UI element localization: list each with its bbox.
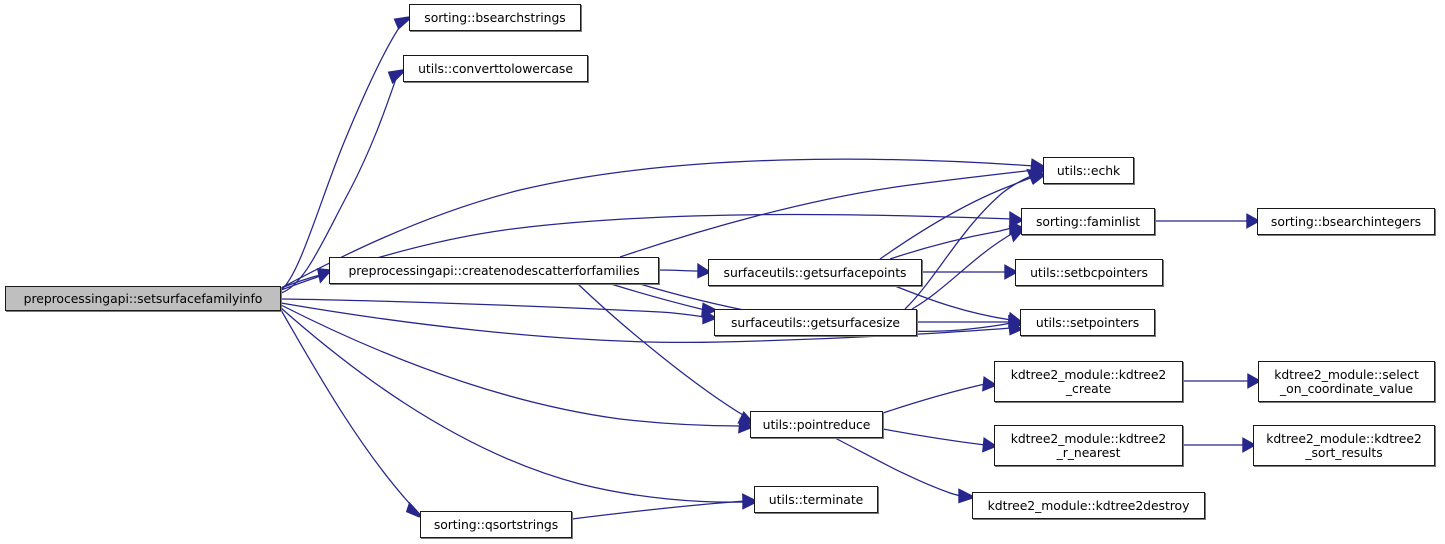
call-edge <box>280 304 742 427</box>
arrowhead-icon <box>1008 225 1025 243</box>
graph-node-qsortstrings[interactable]: sorting::qsortstrings <box>420 511 572 538</box>
graph-node-label: kdtree2_module::select _on_coordinate_va… <box>1274 367 1419 396</box>
graph-node-kdtree2destroy[interactable]: kdtree2_module::kdtree2destroy <box>972 492 1205 519</box>
graph-node-label: kdtree2_module::kdtree2 _create <box>1010 367 1167 396</box>
arrowhead-icon <box>1030 158 1047 175</box>
arrowhead-icon <box>701 302 718 318</box>
call-edge <box>889 227 1013 260</box>
arrowhead-icon <box>405 501 422 518</box>
graph-node-label: utils::setpointers <box>1035 314 1140 330</box>
call-edge <box>610 283 706 311</box>
arrowhead-icon <box>393 15 415 30</box>
arrowhead-icon <box>697 262 712 279</box>
call-edge <box>571 500 746 520</box>
arrowhead-icon <box>1004 264 1019 280</box>
graph-node-label: surfaceutils::getsurfacesize <box>731 314 900 330</box>
arrowhead-icon <box>387 68 408 85</box>
graph-node-pointreduce[interactable]: utils::pointreduce <box>750 411 883 438</box>
graph-node-label: surfaceutils::getsurfacepoints <box>723 264 907 280</box>
call-edge <box>619 169 1035 258</box>
graph-node-getsurfacepoints[interactable]: surfaceutils::getsurfacepoints <box>708 259 922 286</box>
call-edge <box>658 269 700 272</box>
graph-node-label: sorting::bsearchstrings <box>424 9 566 25</box>
arrowhead-icon <box>1007 319 1024 336</box>
graph-node-echk[interactable]: utils::echk <box>1043 157 1134 184</box>
graph-node-label: preprocessingapi::createnodescatterforfa… <box>348 262 640 278</box>
graph-node-label: utils::echk <box>1056 162 1121 178</box>
graph-node-label: preprocessingapi::setsurfacefamilyinfo <box>23 290 263 306</box>
arrowhead-icon <box>1031 161 1047 178</box>
graph-node-createnodescatter[interactable]: preprocessingapi::createnodescatterforfa… <box>329 257 659 284</box>
call-edge <box>882 428 986 446</box>
graph-node-label: sorting::qsortstrings <box>433 516 559 532</box>
call-edge <box>280 274 321 289</box>
graph-node-label: kdtree2_module::kdtree2 _r_nearest <box>1010 431 1167 460</box>
call-edge <box>280 309 415 510</box>
arrowhead-icon <box>1009 210 1025 228</box>
arrowhead-icon <box>1007 314 1024 331</box>
graph-node-setbcpointers[interactable]: utils::setbcpointers <box>1015 259 1163 286</box>
graph-node-bsearchstrings[interactable]: sorting::bsearchstrings <box>409 4 581 31</box>
graph-node-label: utils::pointreduce <box>762 416 871 432</box>
arrowhead-icon <box>742 493 758 509</box>
graph-node-terminate[interactable]: utils::terminate <box>754 486 878 513</box>
graph-node-kdtree2_create[interactable]: kdtree2_module::kdtree2 _create <box>994 361 1183 402</box>
graph-node-kdtree2_r_nearest[interactable]: kdtree2_module::kdtree2 _r_nearest <box>994 425 1183 466</box>
graph-node-select_on_coord[interactable]: kdtree2_module::select _on_coordinate_va… <box>1258 361 1435 402</box>
arrowhead-icon <box>1246 213 1261 229</box>
call-edge <box>280 298 706 318</box>
call-edge <box>882 383 986 414</box>
graph-node-kdtree2_sort_results[interactable]: kdtree2_module::kdtree2 _sort_results <box>1253 425 1435 466</box>
graph-node-label: utils::setbcpointers <box>1030 264 1148 280</box>
graph-node-label: kdtree2_module::kdtree2destroy <box>987 497 1190 513</box>
arrowhead-icon <box>316 268 333 284</box>
arrowhead-icon <box>958 488 977 504</box>
call-edge <box>280 307 746 503</box>
arrowhead-icon <box>1009 314 1024 330</box>
arrowhead-icon <box>702 308 718 325</box>
call-edge <box>904 175 1032 310</box>
graph-node-label: sorting::faminlist <box>1035 213 1141 229</box>
graph-node-bsearchintegers[interactable]: sorting::bsearchintegers <box>1257 208 1435 235</box>
call-edge <box>879 176 1034 260</box>
graph-node-label: utils::terminate <box>768 491 864 507</box>
call-edge <box>911 232 1014 310</box>
graph-node-setsurfacefamilyinfo[interactable]: preprocessingapi::setsurfacefamilyinfo <box>5 286 281 311</box>
arrowhead-icon <box>738 418 754 434</box>
call-edge <box>577 283 749 419</box>
graph-node-label: utils::converttolowercase <box>418 60 573 76</box>
graph-node-faminlist[interactable]: sorting::faminlist <box>1021 208 1155 235</box>
arrowhead-icon <box>1008 311 1024 328</box>
arrowhead-icon <box>982 376 998 392</box>
arrowhead-icon <box>1247 373 1262 389</box>
arrowhead-icon <box>1026 168 1044 185</box>
call-edge <box>280 21 404 291</box>
graph-node-converttolowercase[interactable]: utils::converttolowercase <box>403 55 588 82</box>
graph-node-setpointers[interactable]: utils::setpointers <box>1020 309 1155 336</box>
arrowhead-icon <box>1029 169 1047 186</box>
graph-node-getsurfacesize[interactable]: surfaceutils::getsurfacesize <box>714 309 917 336</box>
arrowhead-icon <box>1009 220 1025 236</box>
arrowhead-icon <box>742 494 758 510</box>
graph-node-label: kdtree2_module::kdtree2 _sort_results <box>1266 431 1422 460</box>
graph-node-label: sorting::bsearchintegers <box>1270 213 1422 229</box>
arrowhead-icon <box>1242 437 1257 453</box>
arrowhead-icon <box>982 437 998 453</box>
